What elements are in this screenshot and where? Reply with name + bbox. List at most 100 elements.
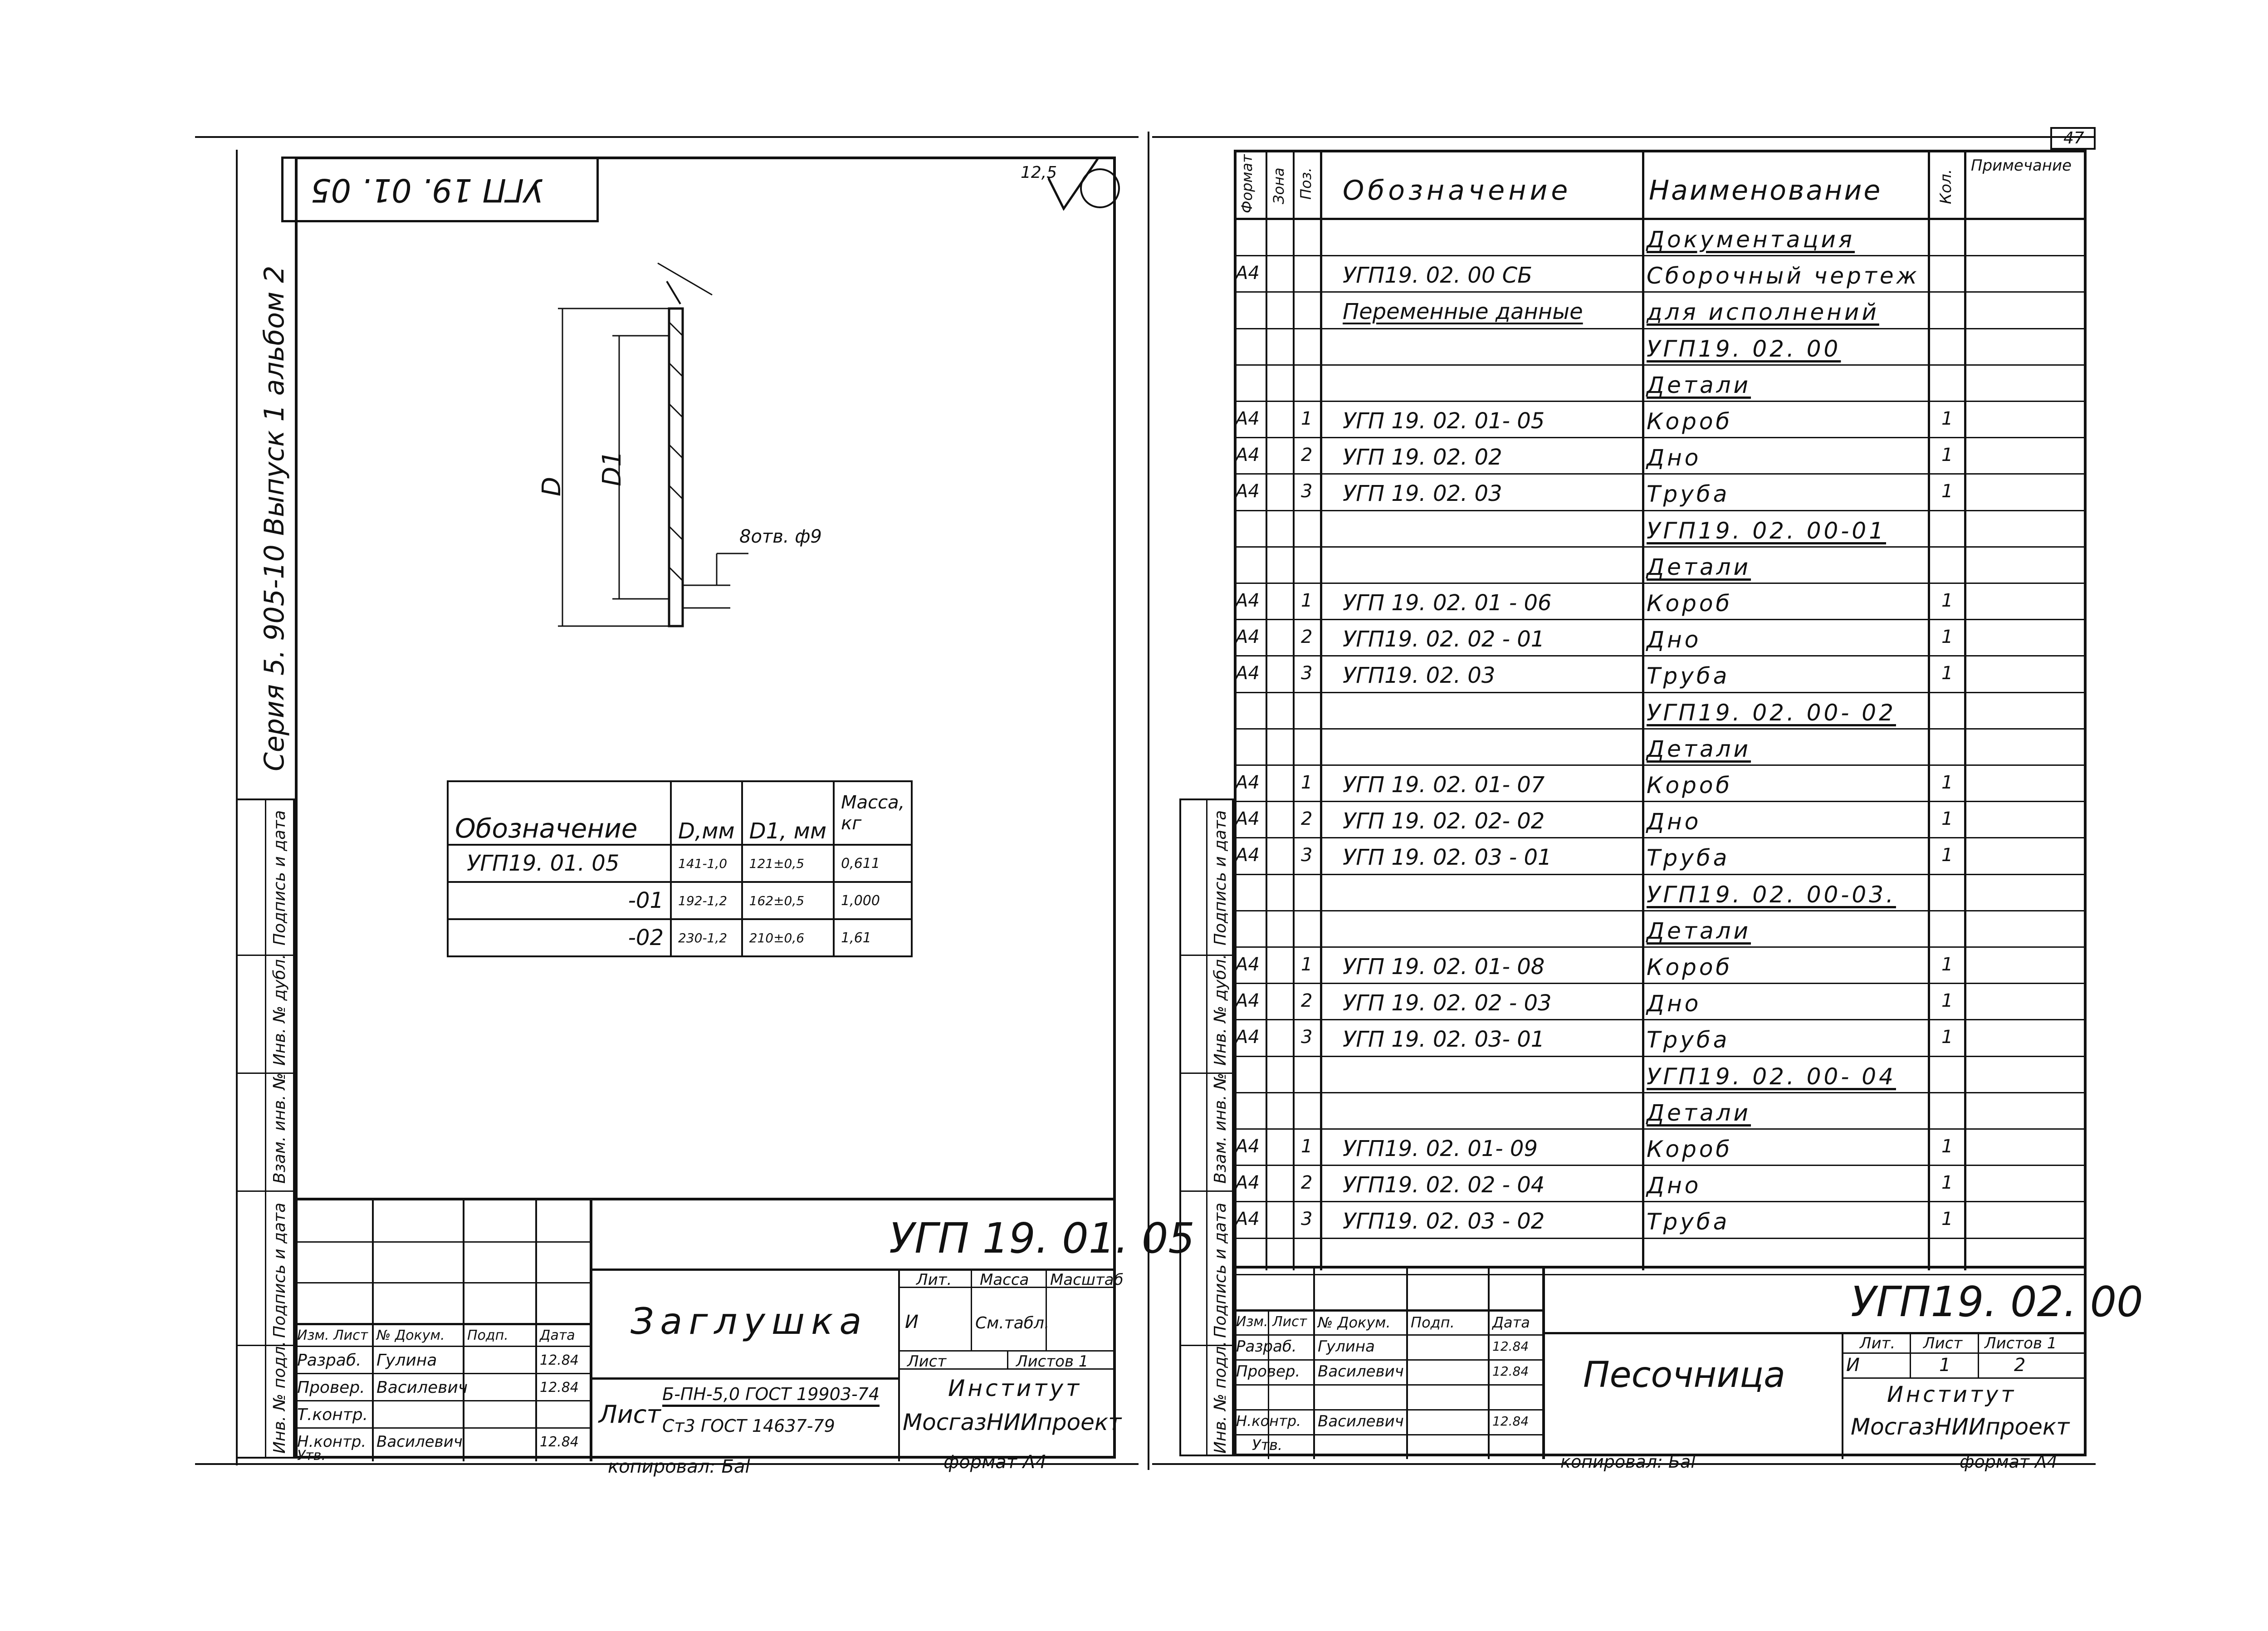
spec-row: УГП19. 02. 00-03. [1234, 875, 2087, 911]
table-cell: УГП19. 01. 05 [447, 844, 672, 883]
roughness-value: 12,5 [1021, 163, 1057, 182]
spec-cell-pos: 1 [1301, 590, 1313, 611]
spec-row: Переменные данные для исполнений [1234, 293, 2087, 329]
spec-cell-qty: 1 [1941, 445, 1953, 466]
spec-cell-code: Переменные данные [1343, 299, 1583, 325]
sheet-label: Лист [907, 1352, 947, 1371]
right-title-name: Песочница [1583, 1355, 1785, 1396]
right-page-number-box: 47 [2050, 127, 2096, 150]
right-copied: копировал: Баl [1560, 1452, 1696, 1472]
spec-cell-name: Труба [1647, 1027, 1730, 1053]
spec-cell-pos: 2 [1301, 1172, 1313, 1194]
spec-cell-pos: 3 [1301, 1027, 1313, 1048]
table-header: Масса, кг [833, 780, 913, 846]
table-cell: 141-1,0 [670, 844, 743, 883]
lit-label: Лит. [1860, 1334, 1896, 1352]
spec-cell-name: Дно [1647, 445, 1701, 471]
spec-cell-qty: 1 [1941, 1209, 1953, 1230]
institute-label: Институт [1887, 1382, 2017, 1407]
spec-cell-code: УГП 19. 02. 01- 08 [1343, 954, 1545, 980]
left-title-code: УГП 19. 01. 05 [889, 1214, 1195, 1263]
spec-cell-fmt: А4 [1236, 627, 1260, 648]
table-cell: 230-1,2 [670, 918, 743, 957]
table-cell: 162±0,5 [741, 881, 835, 920]
tb-date: Дата [540, 1327, 575, 1343]
spec-cell-fmt: А4 [1236, 954, 1260, 975]
hole-note: 8отв. ф9 [739, 526, 822, 547]
tb-date: Дата [1492, 1314, 1530, 1331]
spec-cell-code: УГП 19. 02. 02- 02 [1343, 808, 1545, 834]
spec-cell-name: Дно [1647, 1172, 1701, 1199]
spec-header: Поз. [1297, 167, 1315, 200]
spec-cell-pos: 2 [1301, 990, 1313, 1012]
spec-cell-name: Документация [1647, 226, 1855, 253]
mass-value: См.табл. [975, 1314, 1050, 1332]
spec-cell-code: УГП 19. 02. 03 [1343, 481, 1502, 507]
side-label: Подпись и дата [270, 810, 289, 945]
spec-cell-qty: 1 [1941, 845, 1953, 866]
right-format: формат А4 [1960, 1452, 2058, 1472]
material-prefix: Лист [599, 1400, 661, 1429]
spec-cell-code: УГП19. 02. 03 - 02 [1343, 1209, 1545, 1234]
spec-cell-name: Труба [1647, 481, 1730, 508]
spec-cell-code: УГП 19. 02. 01- 05 [1343, 408, 1545, 434]
spec-cell-fmt: А4 [1236, 845, 1260, 866]
spec-cell-qty: 1 [1941, 627, 1953, 648]
tb-date: 12.84 [540, 1380, 579, 1396]
side-label: Взам. инв. № [270, 1073, 289, 1184]
spec-row: Документация [1234, 220, 2087, 257]
spec-row: УГП19. 02. 00 [1234, 329, 2087, 366]
tb-role: Разраб. [297, 1351, 362, 1370]
spec-cell-fmt: А4 [1236, 772, 1260, 793]
spec-cell-name: УГП19. 02. 00-01 [1647, 517, 1887, 544]
spec-cell-name: УГП19. 02. 00- 02 [1647, 699, 1896, 726]
spec-cell-pos: 2 [1301, 445, 1313, 466]
left-corner-stamp-text: УГП 19. 01. 05 [311, 171, 543, 209]
spec-cell-code: УГП 19. 02. 02 [1343, 445, 1502, 470]
spec-cell-fmt: А4 [1236, 1027, 1260, 1048]
spec-cell-fmt: А4 [1236, 590, 1260, 611]
side-label: Инв. № дубл. [270, 954, 289, 1066]
org-label: МосгазНИИпроект [903, 1409, 1122, 1435]
spec-cell-name: Детали [1647, 1099, 1751, 1126]
spec-header: Примечание [1971, 157, 2072, 175]
spec-cell-code: УГП 19. 02. 01 - 06 [1343, 590, 1552, 616]
tb-sign: Подп. [1411, 1314, 1455, 1331]
table-cell: 210±0,6 [741, 918, 835, 957]
spec-row: УГП19. 02. 00- 02 [1234, 693, 2087, 730]
tb-name: Василевич [376, 1378, 468, 1397]
spec-cell-name: Дно [1647, 808, 1701, 835]
left-copied: копировал: Баl [608, 1456, 750, 1477]
roughness-icon [1046, 158, 1120, 215]
spec-cell-pos: 1 [1301, 1136, 1313, 1157]
left-side-strip: Подпись и дата Инв. № дубл. Взам. инв. №… [236, 798, 297, 1459]
spec-cell-name: Труба [1647, 663, 1730, 690]
lit-label: Лит. [916, 1271, 952, 1289]
spec-row: УГП19. 02. 00- 04 [1234, 1057, 2087, 1093]
spec-cell-name: для исполнений [1647, 299, 1879, 326]
spec-cell-fmt: А4 [1236, 408, 1260, 429]
spec-cell-name: УГП19. 02. 00-03. [1647, 881, 1896, 908]
side-label: Подпись и дата [270, 1202, 289, 1338]
spec-cell-code: УГП 19. 02. 03 - 01 [1343, 845, 1552, 871]
spec-cell-qty: 1 [1941, 1027, 1953, 1048]
side-label: Подпись и дата [1211, 1202, 1230, 1338]
spec-cell-pos: 3 [1301, 1209, 1313, 1230]
spec-row: Детали [1234, 366, 2087, 402]
tb-sign: Подп. [467, 1327, 508, 1343]
org-label: МосгазНИИпроект [1851, 1414, 2070, 1440]
scale-label: Масштаб [1050, 1271, 1124, 1289]
lit-value: И [905, 1312, 919, 1332]
tb-name: Василевич [376, 1433, 463, 1451]
spec-header: Обозначение [1343, 175, 1572, 206]
spec-cell-name: Дно [1647, 627, 1701, 653]
